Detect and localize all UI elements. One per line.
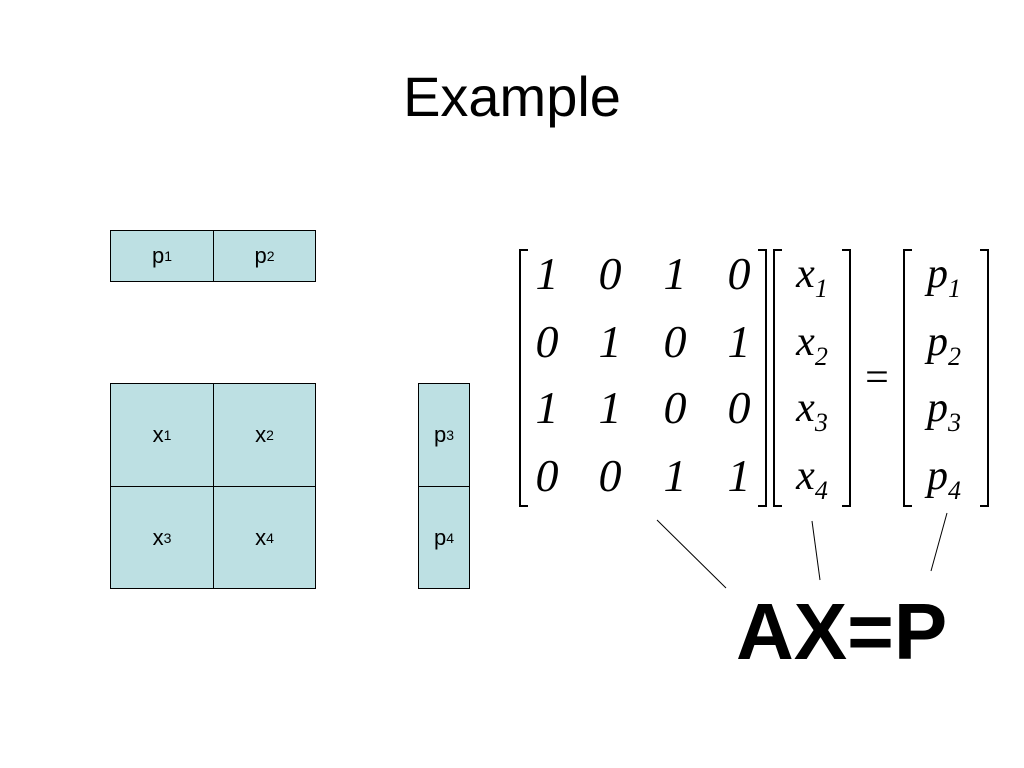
matrix-a-entry: 0: [598, 248, 622, 299]
vector-p-entry: p3: [910, 382, 978, 449]
cell-p3-sub: 3: [446, 427, 455, 443]
matrix-a-entry: 0: [535, 316, 559, 367]
vector-x-entry-sub: 1: [814, 274, 828, 303]
vector-x-entry: x3: [780, 382, 844, 449]
vector-x-entry-base: x: [796, 453, 815, 499]
vector-p-entry-sub: 3: [948, 408, 961, 437]
cell-p1-sub: 1: [164, 248, 173, 264]
equals-sign: =: [865, 355, 889, 401]
cell-p4-sub: 4: [446, 529, 455, 546]
vector-p-entry-sub: 1: [948, 274, 961, 303]
vector-p-entry: p1: [910, 248, 978, 315]
vector-p-left-bracket: [903, 249, 912, 507]
cell-x2-base: x: [255, 422, 267, 447]
vector-x-entry-sub: 4: [814, 476, 828, 505]
slide-title: Example: [403, 65, 621, 128]
matrix-a-entry: 1: [598, 382, 622, 433]
cell-x1-base: x: [152, 422, 164, 447]
matrix-a-entry: 0: [663, 382, 687, 433]
cell-p2-sub: 2: [266, 248, 275, 264]
matrix-a-entry: 1: [535, 248, 559, 299]
vector-p-entry-base: p: [927, 385, 948, 431]
matrix-a-entry: 1: [727, 450, 751, 501]
matrix-a-entry: 1: [535, 382, 559, 433]
connector-line-a: [656, 519, 727, 589]
cell-p2-base: p: [254, 243, 267, 268]
matrix-a-entry: 0: [598, 450, 622, 501]
connector-line-x: [811, 520, 821, 581]
cell-p3-base: p: [433, 422, 447, 447]
vector-x-entry-sub: 2: [814, 342, 828, 371]
cell-x2-sub: 2: [266, 427, 274, 443]
vector-p-entry-base: p: [927, 251, 948, 297]
vector-x-entry-base: x: [796, 251, 815, 297]
cell-x4-sub: 4: [266, 529, 274, 546]
matrix-a-right-bracket: [758, 249, 767, 507]
vector-x-right-bracket: [842, 249, 851, 507]
vector-x-entry: x2: [780, 316, 844, 383]
matrix-a-entry: 1: [598, 316, 622, 367]
matrix-a-entry: 1: [663, 450, 687, 501]
vector-p-entry-base: p: [927, 319, 948, 365]
cell-x3-base: x: [152, 524, 164, 550]
matrix-a-left-bracket: [519, 249, 528, 507]
cell-x4-base: x: [255, 524, 267, 550]
cell-p1-base: p: [151, 243, 165, 268]
formula-ax-equals-p: AX=P: [736, 587, 948, 676]
matrix-a-entry: 1: [727, 316, 751, 367]
cell-p4-base: p: [433, 524, 447, 550]
connector-line-p: [930, 512, 948, 572]
matrix-a-entry: 0: [535, 450, 559, 501]
vector-x-left-bracket: [773, 249, 782, 507]
vector-p-entry: p4: [910, 450, 978, 517]
vector-x-entry: x4: [780, 450, 844, 517]
vector-x-entry: x1: [780, 248, 844, 315]
matrix-a-entry: 1: [663, 248, 687, 299]
vector-x-entry-base: x: [796, 385, 815, 431]
cell-x3-sub: 3: [163, 529, 172, 546]
vector-p-entry-sub: 2: [948, 342, 961, 371]
vector-p-entry: p2: [910, 316, 978, 383]
matrix-a-entry: 0: [727, 248, 751, 299]
vector-x-entry-sub: 3: [814, 408, 828, 437]
matrix-a-entry: 0: [727, 382, 751, 433]
vector-x-entry-base: x: [796, 319, 815, 365]
vector-p-entry-sub: 4: [948, 476, 961, 505]
cell-x1-sub: 1: [163, 427, 172, 443]
vector-p-right-bracket: [980, 249, 989, 507]
matrix-a-entry: 0: [663, 316, 687, 367]
vector-p-entry-base: p: [927, 453, 948, 499]
